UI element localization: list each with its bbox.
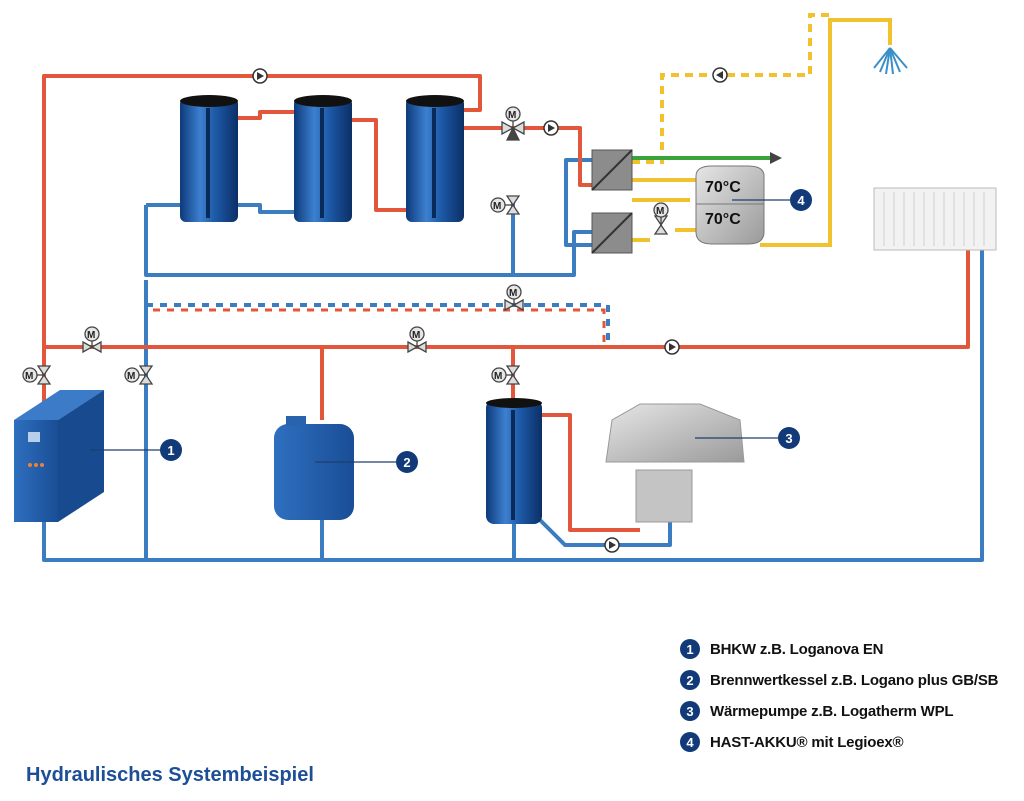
callout-badge-3: 3 — [778, 427, 800, 449]
svg-text:M: M — [494, 371, 502, 382]
callout-badge-4: 4 — [790, 189, 812, 211]
legend-item-label: Brennwertkessel z.B. Logano plus GB/SB — [710, 671, 999, 689]
circulation-pumps — [252, 67, 728, 553]
motor-valves: M M M M M M M — [22, 106, 669, 385]
bhkw-unit — [14, 390, 104, 522]
pump-icon — [543, 120, 559, 136]
legend-item-label: BHKW z.B. Loganova EN — [710, 640, 884, 658]
callout-badge-1: 1 — [160, 439, 182, 461]
svg-text:M: M — [656, 206, 664, 217]
legend-item: 3 Wärmepumpe z.B. Logatherm WPL — [680, 698, 998, 724]
legend: 1 BHKW z.B. Loganova EN 2 Brennwertkesse… — [680, 636, 998, 760]
hast-akku-tank — [695, 165, 765, 245]
legend-item: 2 Brennwertkessel z.B. Logano plus GB/SB — [680, 667, 998, 693]
storage-tank — [406, 95, 464, 222]
svg-text:M: M — [508, 110, 516, 121]
heat-pump — [605, 403, 745, 523]
motor-valve-icon: M — [407, 326, 427, 354]
svg-text:M: M — [25, 371, 33, 382]
legend-number-badge: 4 — [680, 732, 700, 752]
motor-valve-icon: M — [82, 326, 102, 354]
callout-lines — [90, 199, 790, 463]
svg-text:3: 3 — [785, 431, 792, 446]
radiator — [873, 187, 997, 251]
svg-text:M: M — [412, 330, 420, 341]
motor-valve-icon: M — [490, 195, 521, 215]
legend-number-badge: 3 — [680, 701, 700, 721]
svg-text:M: M — [493, 201, 501, 212]
dashed-hot-water-line — [632, 13, 830, 164]
svg-text:M: M — [509, 288, 517, 299]
pump-icon — [712, 67, 728, 83]
heat-exchanger — [591, 149, 633, 191]
legend-item: 1 BHKW z.B. Loganova EN — [680, 636, 998, 662]
motor-valve-icon: M — [491, 365, 521, 385]
temperature-bottom: 70°C — [705, 211, 741, 228]
motor-valve-icon: M — [504, 284, 524, 312]
legend-number-badge: 1 — [680, 639, 700, 659]
legend-item-label: Wärmepumpe z.B. Logatherm WPL — [710, 702, 954, 720]
pump-icon — [252, 68, 268, 84]
storage-tank — [294, 95, 352, 222]
legend-number-badge: 2 — [680, 670, 700, 690]
motor-valve-icon: M — [22, 365, 52, 385]
heat-exchanger — [591, 212, 633, 254]
page-title: Hydraulisches Systembeispiel — [26, 764, 314, 786]
legend-item: 4 HAST-AKKU® mit Legioex® — [680, 729, 998, 755]
pump-icon — [664, 339, 680, 355]
shower-head-icon — [873, 47, 908, 75]
pump-icon — [604, 537, 620, 553]
dashed-supply-line — [146, 308, 606, 347]
condensing-boiler — [274, 416, 354, 520]
legend-item-label: HAST-AKKU® mit Legioex® — [710, 733, 904, 751]
three-way-valve-icon: M — [501, 106, 525, 141]
storage-tank — [180, 95, 238, 222]
dashed-return-line — [146, 303, 610, 347]
callout-badge-2: 2 — [396, 451, 418, 473]
hydraulic-diagram: 70°C 70°C — [14, 13, 997, 562]
motor-valve-icon: M — [124, 365, 154, 385]
svg-text:4: 4 — [797, 193, 805, 208]
svg-text:M: M — [87, 330, 95, 341]
hot-water-tank — [486, 398, 542, 524]
svg-text:2: 2 — [403, 455, 410, 470]
motor-valve-icon: M — [653, 202, 669, 235]
svg-text:1: 1 — [167, 443, 174, 458]
svg-text:M: M — [127, 371, 135, 382]
temperature-top: 70°C — [705, 179, 741, 196]
green-arrow-icon — [770, 152, 782, 164]
